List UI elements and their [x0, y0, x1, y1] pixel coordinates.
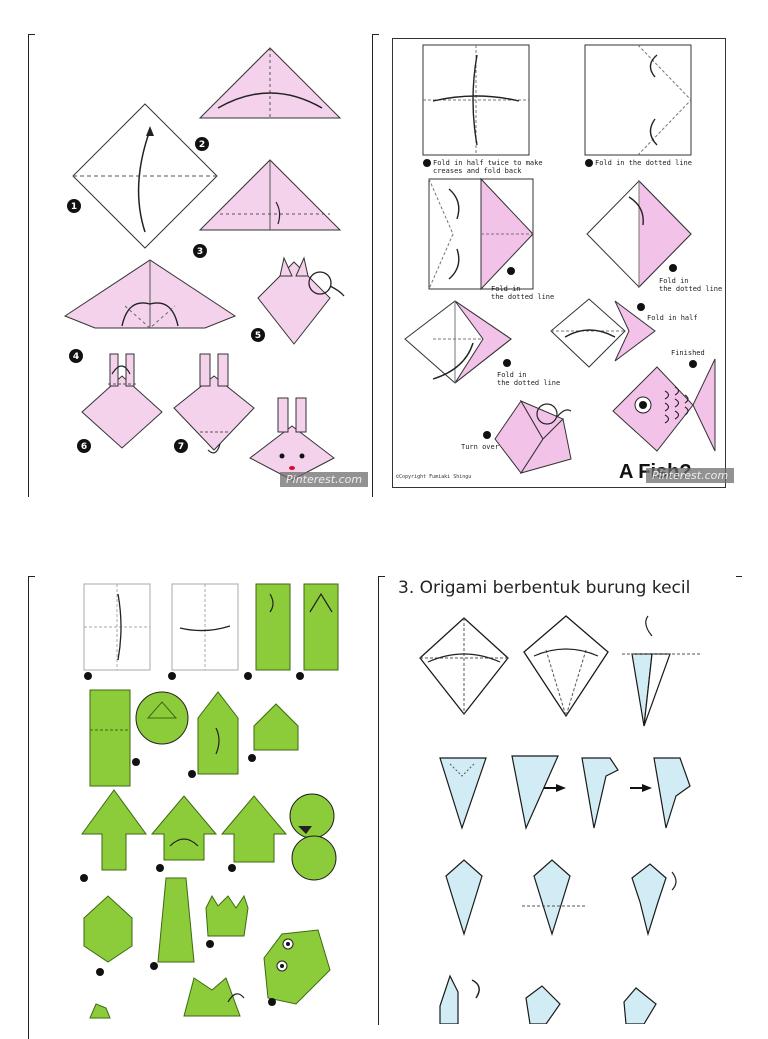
frog-step-number-9 [156, 864, 164, 872]
svg-text:Finished: Finished [671, 349, 705, 357]
frog-step-number-11 [96, 968, 104, 976]
svg-text:the dotted line: the dotted line [497, 379, 560, 387]
bird-row-4 [439, 974, 657, 1024]
frog-step-number-4 [296, 672, 304, 680]
frog-step-8 [81, 789, 147, 871]
svg-text:Fold in half: Fold in half [647, 314, 698, 322]
frog-step-1 [83, 583, 151, 671]
frog-step-number-10 [228, 864, 236, 872]
svg-text:Turn over: Turn over [461, 443, 499, 451]
frog-step-4 [303, 583, 339, 671]
rabbit-diagram-panel: 1 2 3 4 5 6 7 [30, 36, 364, 494]
frog-step-number-1 [84, 672, 92, 680]
svg-text:Fold in: Fold in [497, 371, 527, 379]
bird-row-2 [439, 755, 691, 830]
rabbit-step-number-7: 7 [174, 439, 188, 453]
rabbit-step-number-2: 2 [195, 137, 209, 151]
svg-text:6: 6 [81, 442, 87, 452]
frame-bracket-top-right [372, 34, 379, 497]
fish-step-6: Fold in half [550, 298, 698, 368]
svg-text:1: 1 [71, 202, 77, 212]
svg-text:3: 3 [197, 247, 203, 257]
frog-step-number-2 [168, 672, 176, 680]
svg-text:7: 7 [178, 442, 184, 452]
bird-diagram [419, 615, 700, 1024]
svg-text:Fold in: Fold in [491, 285, 521, 293]
fish-step-1: Fold in half twice to make creases and f… [422, 44, 543, 175]
rabbit-step-number-5: 5 [251, 328, 265, 342]
bird-row-3 [445, 859, 677, 937]
frog-step-number-6 [188, 770, 196, 778]
rabbit-step-number-6: 6 [77, 439, 91, 453]
frog-step-number-7 [248, 754, 256, 762]
frame-bracket-bottom-right [378, 576, 385, 1025]
frog-finished [263, 929, 331, 1005]
bird-panel-title: 3. Origami berbentuk burung kecil [398, 578, 691, 598]
svg-text:Fold in: Fold in [659, 277, 689, 285]
frog-step-2 [171, 583, 239, 671]
rabbit-finished [249, 397, 335, 481]
bird-row-1 [419, 615, 700, 727]
frog-step-14 [183, 977, 245, 1017]
frog-step-number-5 [132, 758, 140, 766]
rabbit-step-2 [198, 47, 342, 119]
frog-diagram [80, 583, 339, 1019]
frog-small [89, 1003, 111, 1019]
frog-step-9 [150, 795, 218, 861]
frog-step-number-15 [268, 998, 276, 1006]
rabbit-step-3 [198, 159, 342, 231]
rabbit-step-5 [257, 256, 345, 345]
rabbit-step-4 [63, 259, 237, 329]
svg-text:the dotted line: the dotted line [491, 293, 554, 301]
frog-step-13 [205, 894, 249, 937]
frog-step-3 [255, 583, 291, 671]
frog-step-number-13 [206, 940, 214, 948]
fish-step-3: Fold in the dotted line [428, 177, 554, 301]
fish-diagram: Fold in half twice to make creases and f… [404, 44, 722, 474]
frog-step-10 [220, 793, 337, 881]
svg-text:Fold in the dotted line: Fold in the dotted line [595, 159, 692, 167]
fish-copyright: ©Copyright Fumiaki Shingu [396, 474, 472, 480]
rabbit-step-number-1: 1 [67, 199, 81, 213]
fish-finished: Finished [612, 349, 716, 452]
frog-step-6 [197, 691, 239, 775]
svg-text:2: 2 [199, 140, 205, 150]
frame-bracket-top-left [28, 34, 35, 497]
frog-diagram-panel [30, 578, 370, 1024]
fish-step-5: Fold in the dotted line [404, 300, 560, 387]
fish-step-2: Fold in the dotted line [584, 44, 692, 167]
svg-text:the dotted line: the dotted line [659, 285, 722, 293]
frame-bracket-bottom-right-end [736, 576, 742, 577]
rabbit-step-number-3: 3 [193, 244, 207, 258]
svg-text:creases and fold back: creases and fold back [433, 167, 522, 175]
svg-text:Fold in half twice to make: Fold in half twice to make [433, 159, 543, 167]
frame-bracket-bottom-left [28, 576, 35, 1039]
fish-step-7: Turn over [461, 399, 572, 474]
fish-watermark: Pinterest.com [646, 468, 735, 483]
frog-step-5 [89, 689, 189, 787]
rabbit-step-6 [81, 353, 163, 449]
fish-diagram-panel: Fold in half twice to make creases and f… [392, 38, 726, 488]
rabbit-diagram: 1 2 3 4 5 6 7 [63, 47, 345, 481]
frog-step-number-12 [150, 962, 158, 970]
rabbit-watermark: Pinterest.com [280, 472, 369, 487]
frog-step-11 [83, 895, 133, 963]
bird-diagram-panel [396, 606, 736, 1024]
frog-step-number-8 [80, 874, 88, 882]
svg-text:4: 4 [73, 352, 79, 362]
rabbit-step-number-4: 4 [69, 349, 83, 363]
frog-step-number-3 [244, 672, 252, 680]
fish-step-4: Fold in the dotted line [586, 179, 722, 293]
frog-step-12 [157, 877, 195, 963]
svg-text:5: 5 [255, 331, 261, 341]
rabbit-step-7 [173, 353, 255, 454]
frog-step-7 [253, 703, 299, 751]
rabbit-step-1 [72, 103, 218, 249]
